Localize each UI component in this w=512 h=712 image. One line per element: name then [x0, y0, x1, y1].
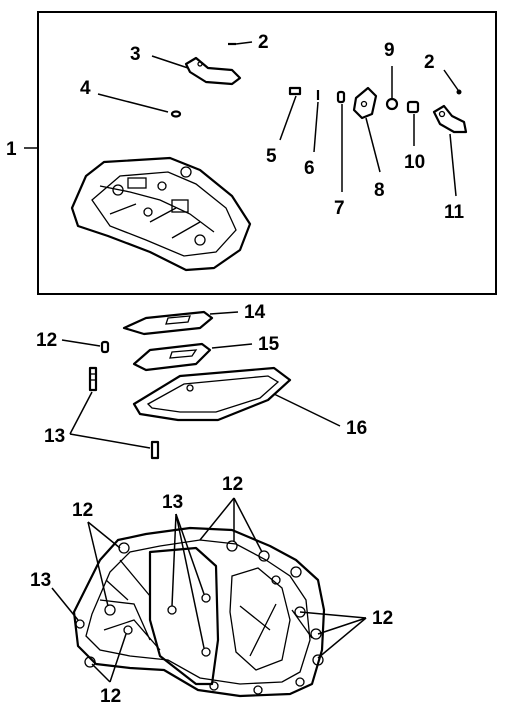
bolt-5 [279, 86, 302, 141]
callout-12-case-right: 12 [372, 608, 393, 629]
callout-13-bolts: 13 [44, 426, 65, 447]
callout-13-case-top: 13 [162, 492, 183, 513]
callout-2-left: 2 [258, 32, 269, 53]
oil-pan-16 [132, 366, 341, 427]
callout-12-case-top-right: 12 [222, 474, 243, 495]
callout-3: 3 [130, 44, 141, 65]
pin-6 [313, 90, 320, 153]
callout-4: 4 [80, 78, 91, 99]
clip-11 [432, 104, 468, 197]
pin-2-right [443, 69, 462, 95]
bolt-13-long [88, 366, 98, 392]
gasket-14 [122, 310, 239, 336]
callout-12-case-top-left: 12 [72, 500, 93, 521]
callout-8: 8 [374, 180, 385, 201]
callout-6: 6 [304, 158, 315, 179]
callout-12-bolt: 12 [36, 330, 57, 351]
callout-10: 10 [404, 152, 425, 173]
callout-13-leaders [69, 391, 151, 449]
part-9 [385, 66, 399, 111]
bolt-13-short [150, 440, 160, 460]
case-leaders [51, 497, 367, 683]
part-10 [406, 100, 420, 146]
callout-2-right: 2 [424, 52, 435, 73]
callout-16: 16 [346, 418, 367, 439]
callout-13-case-left: 13 [30, 570, 51, 591]
plate-3 [151, 55, 242, 86]
valve-body-assembly [70, 156, 252, 272]
callout-11: 11 [444, 202, 465, 223]
callout-1: 1 [6, 139, 17, 160]
callout-12-case-bottom: 12 [100, 686, 121, 707]
callout-5: 5 [266, 146, 277, 167]
part-7 [336, 90, 346, 192]
callout-7: 7 [334, 198, 345, 219]
part-4 [97, 93, 182, 118]
callout-9: 9 [384, 40, 395, 61]
assembly-frame [37, 11, 497, 295]
callout-15: 15 [258, 334, 280, 355]
pin-2-left [228, 41, 253, 46]
callout-14: 14 [244, 302, 266, 323]
strainer-15 [132, 342, 253, 372]
bracket-8 [352, 86, 381, 173]
bolt-12-small [61, 339, 110, 354]
transmission-case [72, 526, 326, 698]
